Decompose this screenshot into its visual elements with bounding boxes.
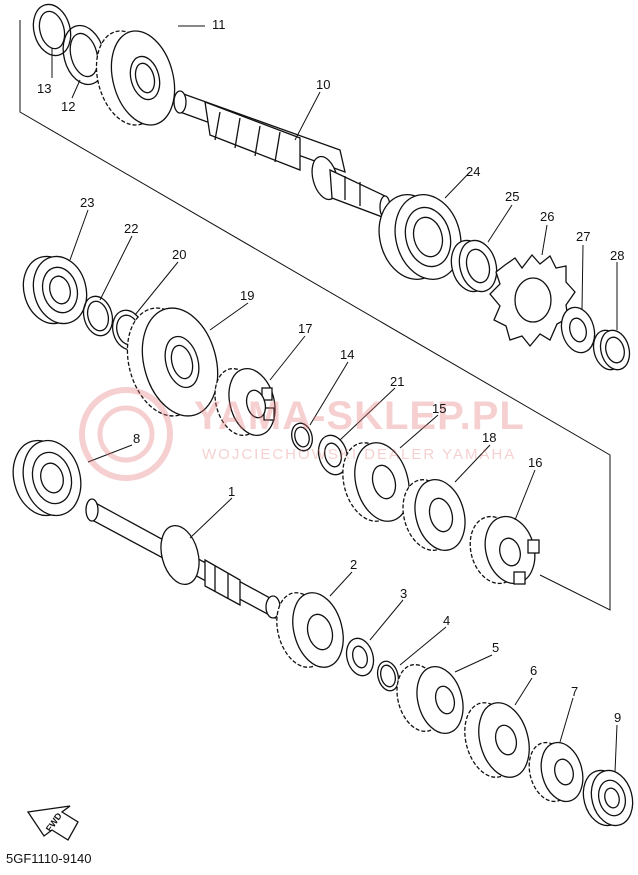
part-6-gear [464, 702, 530, 778]
callout-15: 15 [432, 401, 447, 416]
callout-23: 23 [80, 195, 95, 210]
callout-3: 3 [400, 586, 408, 601]
callout-9: 9 [614, 710, 622, 725]
callout-7: 7 [571, 684, 579, 699]
callout-8: 8 [133, 431, 141, 446]
callout-2: 2 [350, 557, 358, 572]
callout-21: 21 [390, 374, 405, 389]
part-2-gear [276, 592, 344, 668]
callout-16: 16 [528, 455, 543, 470]
callout-24: 24 [466, 164, 481, 179]
part-16-gear [469, 515, 540, 585]
part-14-circlip [291, 422, 313, 452]
callout-20: 20 [172, 247, 187, 262]
callout-12: 12 [61, 99, 76, 114]
callout-5: 5 [492, 640, 500, 655]
part-17-gear [214, 368, 276, 436]
part-19-gear [126, 307, 219, 417]
part-21-washer [317, 434, 349, 476]
part-24-bearing [378, 193, 462, 281]
part-1-shaft [85, 498, 281, 620]
part-5-gear [396, 664, 464, 734]
part-22-circlip [82, 295, 114, 337]
callout-17: 17 [298, 321, 313, 336]
callout-14: 14 [340, 347, 355, 362]
callout-1: 1 [228, 484, 236, 499]
part-8-bearing [12, 439, 82, 517]
part-15-gear [342, 442, 410, 522]
part-7-gear [528, 741, 584, 803]
callout-22: 22 [124, 221, 139, 236]
callout-13: 13 [37, 81, 52, 96]
callout-28: 28 [610, 248, 625, 263]
part-11-gear [95, 30, 176, 126]
part-13-circlip [32, 3, 72, 57]
leader-lines [51, 25, 618, 773]
callout-4: 4 [443, 613, 451, 628]
part-3-washer [345, 637, 375, 677]
callout-6: 6 [530, 663, 538, 678]
assembly-boundary [19, 20, 611, 611]
part-10-shaft [173, 90, 391, 219]
part-28-collar [592, 329, 631, 371]
part-25-seal [450, 239, 498, 293]
part-23-bearing [22, 255, 88, 325]
callout-26: 26 [540, 209, 555, 224]
diagram-code: 5GF1110-9140 [6, 851, 92, 866]
callout-11: 11 [212, 17, 226, 32]
callout-18: 18 [482, 430, 497, 445]
part-4-circlip [376, 660, 400, 692]
callout-19: 19 [240, 288, 255, 303]
part-18-gear [402, 479, 466, 551]
part-26-sprocket [489, 253, 576, 348]
part-27-lock-washer [560, 306, 596, 354]
callout-27: 27 [576, 229, 591, 244]
callout-10: 10 [316, 77, 331, 92]
part-9-bearing [582, 769, 634, 827]
fwd-arrow-icon [26, 805, 79, 841]
callout-25: 25 [505, 189, 520, 204]
